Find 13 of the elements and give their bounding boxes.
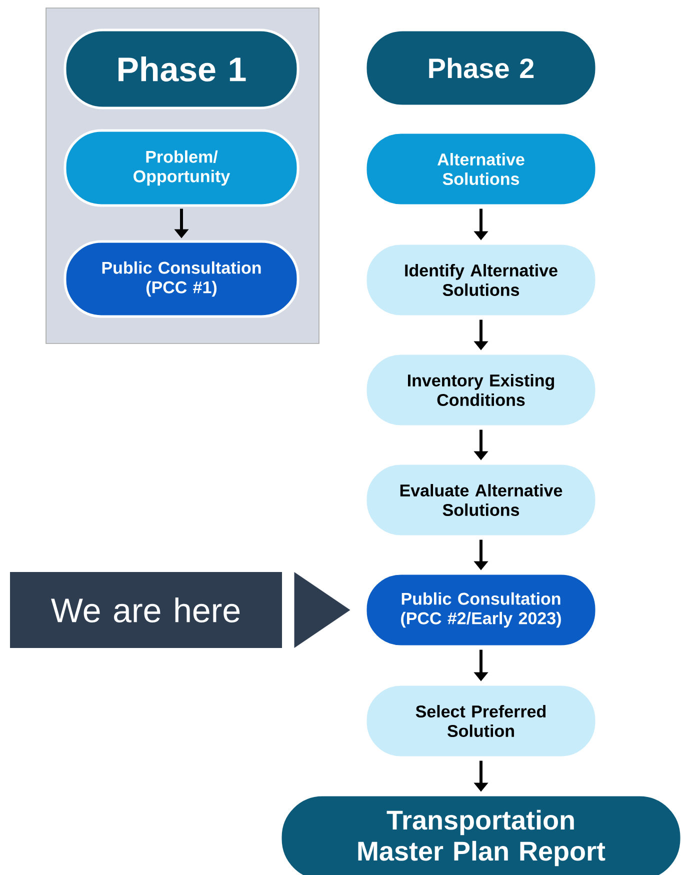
process-box: Public Consultation (PCC #1) [64, 240, 300, 318]
process-box: Problem/ Opportunity [64, 129, 300, 207]
process-box: Identify Alternative Solutions [364, 242, 598, 318]
process-box: Inventory Existing Conditions [364, 352, 598, 428]
phase-heading-box: Phase 1 [64, 28, 300, 110]
callout-box: We are here [10, 572, 282, 648]
process-box: Public Consultation (PCC #2/Early 2023) [364, 572, 598, 648]
chevron-arrow [294, 572, 350, 648]
process-box: Alternative Solutions [364, 131, 598, 207]
process-box: Select Preferred Solution [364, 683, 598, 759]
process-box: Evaluate Alternative Solutions [364, 462, 598, 538]
phase-heading-box: Phase 2 [364, 28, 598, 108]
report-box: Transportation Master Plan Report [279, 794, 681, 875]
